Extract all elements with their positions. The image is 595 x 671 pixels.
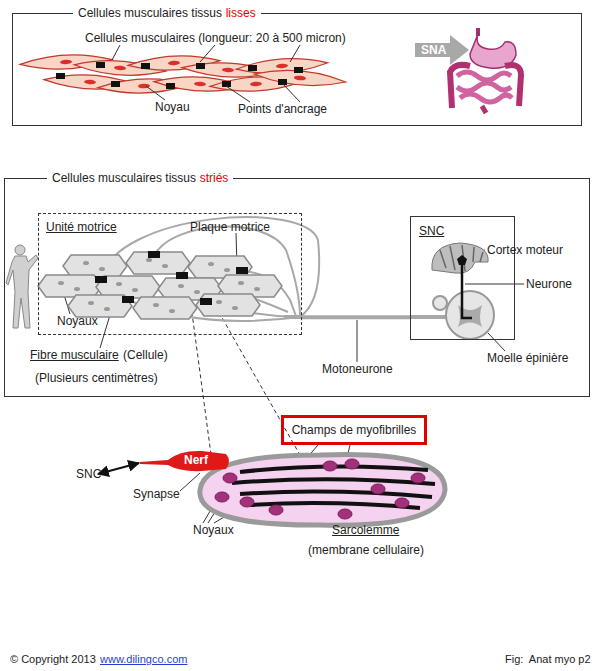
nerve-path <box>140 451 229 471</box>
part-label: Moelle épinière <box>487 351 568 365</box>
box-heading: Cellules musculaires tissus <box>52 171 196 185</box>
part-label: Points d'ancrage <box>238 102 327 116</box>
digestive-organs <box>450 28 521 113</box>
part-label: Fig: Anat myo p2 <box>505 652 591 666</box>
part-label: (Plusieurs centimètres) <box>35 371 158 385</box>
cns-box: SNC <box>410 216 515 340</box>
part-label: © Copyright 2013 <box>10 652 96 666</box>
part-label: www.dilingco.com <box>100 652 187 666</box>
part-label: SNA <box>421 43 446 57</box>
box-heading: Champs de myofibrilles <box>292 423 417 437</box>
part-label: Motoneurone <box>322 362 393 376</box>
myofibril-box: Champs de myofibrilles <box>281 415 427 445</box>
motoneuron-connector <box>302 315 410 319</box>
part-label: Cellules musculaires (longueur: 20 à 500… <box>85 31 346 45</box>
box-heading: Nerf <box>184 453 208 467</box>
part-label: (membrane cellulaire) <box>308 543 424 557</box>
part-label: Neurone <box>526 277 572 291</box>
box-heading: SNC <box>419 224 444 238</box>
heading-accent: striés <box>200 171 229 185</box>
part-label: Cortex moteur <box>487 243 563 257</box>
part-label: Synapse <box>133 487 180 501</box>
part-label: Noyau <box>155 100 190 114</box>
smooth-muscle-cells <box>20 53 347 95</box>
motor-plates <box>95 251 248 305</box>
part-label: Sarcolemme <box>332 523 399 537</box>
part-label: (Cellule) <box>123 348 168 362</box>
box-heading: Unité motrice <box>46 220 117 234</box>
part-label: Noyaux <box>57 314 98 328</box>
muscle-cell <box>200 454 445 525</box>
part-label: Plaque motrice <box>190 220 270 234</box>
heading-accent: lisses <box>226 6 256 20</box>
nerve-shape: Nerf <box>140 449 232 473</box>
striated-fibres <box>38 252 282 319</box>
part-label: Noyaux <box>193 523 234 537</box>
anchor-points <box>56 62 303 89</box>
cns-nerve-arrow <box>98 463 139 474</box>
nerve-branches <box>100 217 448 321</box>
part-label: SNC <box>76 467 101 481</box>
box-heading: Cellules musculaires tissus <box>78 6 222 20</box>
human-figure <box>6 245 38 328</box>
sna-arrow <box>415 35 469 65</box>
cns-drawing <box>432 243 494 339</box>
part-label: Fibre musculaire <box>30 348 119 362</box>
leader-lines <box>61 45 524 523</box>
